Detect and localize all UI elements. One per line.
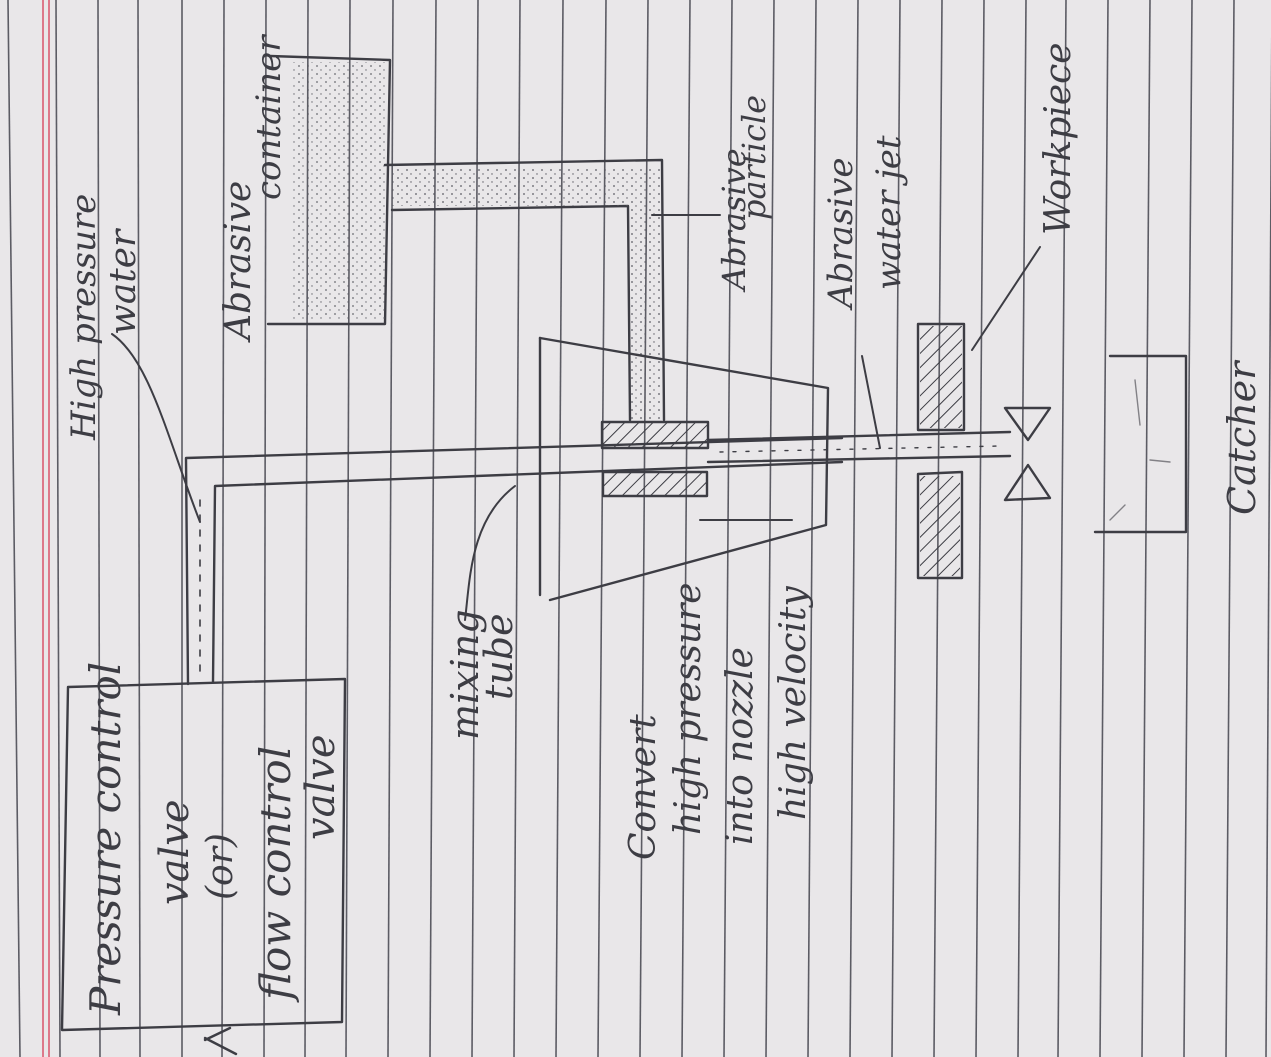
convert-label-line4: high velocity bbox=[773, 586, 814, 820]
water-label-line2: water bbox=[103, 228, 144, 335]
mixing-chamber bbox=[602, 422, 708, 496]
labels: Pressure control valve (or) flow control… bbox=[64, 34, 1264, 1016]
container-label-line1: Abrasive bbox=[218, 181, 259, 343]
catcher-label: Catcher bbox=[1220, 359, 1264, 515]
jet-bore bbox=[708, 432, 1010, 462]
particle-label-line2: particle bbox=[735, 95, 773, 220]
valve-label-line2: valve bbox=[152, 799, 198, 905]
mixing-label-line2: tube bbox=[477, 613, 521, 700]
abrasive-feed-pipe bbox=[385, 160, 664, 420]
catcher bbox=[1095, 356, 1186, 532]
workpiece-label: Workpiece bbox=[1038, 42, 1079, 235]
arrow-mark bbox=[205, 1028, 236, 1054]
valve-label-line1: Pressure control bbox=[81, 662, 130, 1016]
workpiece bbox=[918, 324, 964, 578]
water-label-line1: High pressure bbox=[64, 194, 104, 441]
convert-label-line2: high pressure bbox=[668, 582, 709, 835]
convert-label-line1: Convert bbox=[623, 714, 664, 860]
container-label-line2: container bbox=[249, 34, 289, 200]
margin-lines bbox=[43, 0, 49, 1057]
jet-label-line2: water jet bbox=[869, 135, 909, 290]
valve-label-line5: valve bbox=[298, 734, 344, 840]
convert-label-line3: into nozzle bbox=[720, 647, 761, 845]
valve-label-line4: flow control bbox=[251, 746, 300, 1003]
valve-label-line3: (or) bbox=[200, 833, 241, 900]
jet-label-line1: Abrasive bbox=[821, 158, 861, 312]
stream-marks bbox=[1005, 408, 1050, 500]
